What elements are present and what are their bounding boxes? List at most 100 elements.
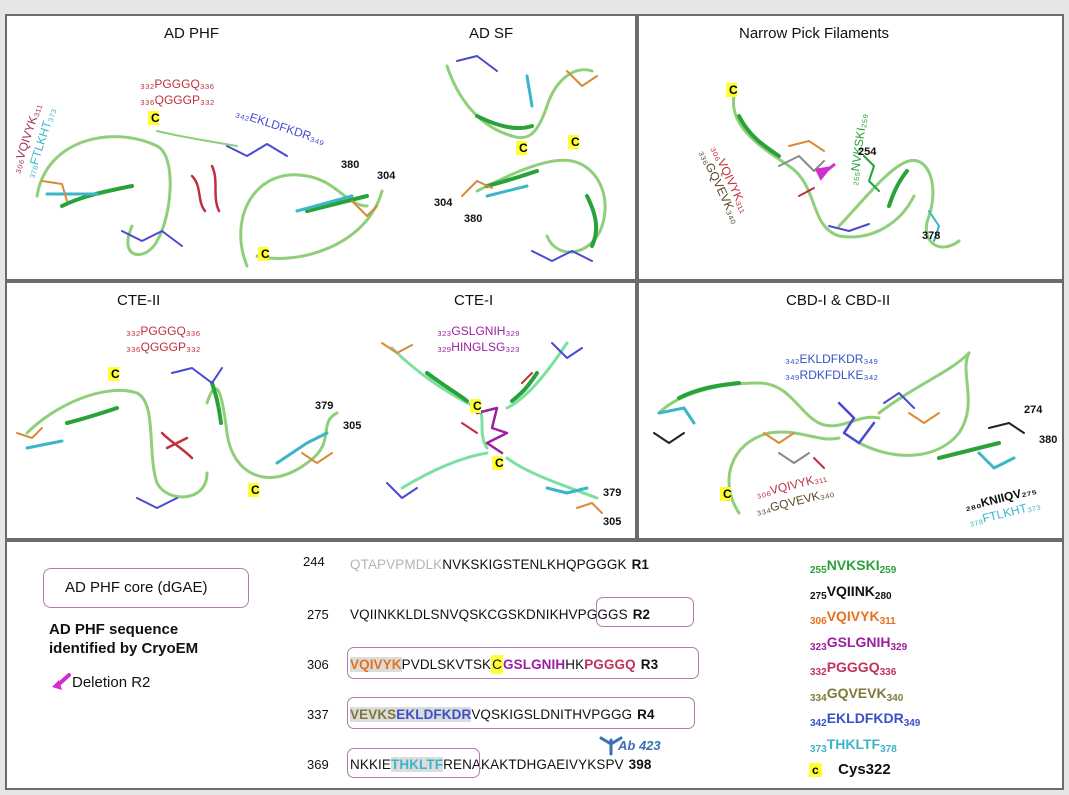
label-sf-304: 304 [434,197,453,209]
panel-title-ad-phf: AD PHF [164,25,220,42]
legend-end: 259 [879,565,897,576]
seq-row-number: 275 [307,607,329,622]
legend-motif: VQIVYK [826,608,880,624]
seq-segment: NVKSKIGSTENLKHQPGGGK [442,557,627,572]
panel-sequence: AD PHF core (dGAE) AD PHF sequence ident… [5,540,1064,790]
label-phf-pgggq: ₃₃₂PGGGQ₃₃₆ [140,77,215,91]
label-cbd-ekldfkdr: ₃₄₂EKLDFKDR₃₄₉ [785,352,878,366]
npf-cyan [928,210,940,242]
r3-highlight-box [347,647,699,679]
legend-item: 323GSLGNIH329 [810,634,907,653]
panel-cbd: CBD-I & CBD-II C ₃₄₂EKLDFKDR₃₄₉ ₃₄₉RDKFD… [637,281,1064,540]
cys-badge-sf-1: C [519,141,528,155]
label-phf-380: 380 [341,159,359,171]
legend-motif: VQIINK [826,582,875,599]
label-phf-qgggp: ₃₃₆QGGGP₃₃₂ [140,93,215,107]
panel-ad-phf-sf: AD PHF AD SF [5,14,637,281]
r2-highlight-box [596,597,694,627]
panel-title-cbd: CBD-I & CBD-II [786,292,891,309]
legend-end: 329 [890,641,908,653]
cys-badge-cte2-1: C [111,367,120,381]
sf-backbone-top [445,64,594,140]
seq-row-end: R1 [631,557,650,572]
seq-segment: HK [565,657,585,672]
label-cte2-qgggp: ₃₃₆QGGGP₃₃₂ [126,340,201,354]
legend-start: 255 [810,565,827,576]
cte2-strand-left [65,406,119,425]
phf-structure-diagram: C C C C ₃₃₂PGGGQ₃₃₆ ₃₃₆QGGGP₃₃₂ ₃₀₆VQIVY… [9,55,607,268]
cbd-red [813,457,825,469]
seq-segment: PGGGQ [584,657,636,672]
label-cte1-379: 379 [603,487,621,499]
npf-blue [828,223,870,232]
npf-structure-diagram: C ₂₅₅NVKSKI₂₅₉ 254 ₃₀₆VQIVYK₃₁₁ ₃₃₆GQVEV… [696,83,961,249]
cys-badge-cte1-2: C [495,456,504,470]
npf-red [798,187,815,197]
seq-segment: VQIVYK [350,657,402,672]
seq-row-end: R2 [632,607,651,622]
phf-cyan-right [295,194,354,213]
deletion-arrow-npf [814,162,836,181]
seq-row: QTAPVPMDLKNVKSKIGSTENLKHQPGGGK R1 [350,557,649,572]
seq-segment: VQSKIGSLDNITHVPGGG [471,707,633,722]
cte1-blue-bot [386,482,418,499]
cbd-black-right [988,422,1025,434]
legend-item: 306VQIVYK311 [810,608,896,627]
legend-item: 255NVKSKI259 [810,557,896,576]
seq-row-number: 369 [307,757,329,772]
legend-motif: EKLDFKDR [826,710,904,726]
cbd-grey [778,452,810,464]
legend-end: 349 [903,718,921,729]
sf-backbone-bot [475,158,607,254]
sf-strand-top [475,114,534,130]
cbd-backbone-3 [857,351,971,457]
seq-segment: PVDLSKVTSK [401,657,492,672]
cys-legend-badge: c [809,763,822,777]
sf-cyan-top [525,74,534,108]
npf-grey [778,155,825,172]
cbd-black-left [653,432,685,444]
seq-segment: VEVKS [350,707,397,722]
seq-segment: QTAPVPMDLK [350,557,443,572]
sf-cyan-bot [485,184,529,198]
cbd-cyan-right [977,451,1016,470]
cys-legend-label: Cys322 [838,761,891,778]
phf-backbone-right2 [255,189,384,260]
panel-npf: Narrow Pick Filaments C ₂₅₅NVKSKI₂₅₉ 254… [637,14,1064,281]
label-cbd-380: 380 [1039,434,1057,446]
npf-backbone-2 [837,159,961,249]
sf-strand-bot [485,169,539,188]
cte2-cyan-right [275,431,329,465]
label-npf-378: 378 [922,230,940,242]
seq-segment: EKLDFKDR [396,707,472,722]
legend-end: 336 [879,667,897,678]
label-cte2-379: 379 [315,400,333,412]
cbd-blue-right [883,392,915,409]
npf-backbone-1 [731,94,916,239]
deletion-arrow-icon [52,673,71,690]
seq-row-end: R3 [640,657,659,672]
r5-highlight-box [347,748,480,778]
legend-item: 334GQVEVK340 [810,685,903,704]
cte1-blue-top [551,342,583,359]
legend-motif: GSLGNIH [826,633,891,650]
sf-blue-top [456,55,498,72]
seq-row-number: 306 [307,657,329,672]
cys-badge-phf-1: C [151,111,160,125]
cte1-cyan-bot [545,486,589,495]
seq-segment: C [491,655,504,674]
cte2-blue-left [136,497,178,509]
sf-strand-bot2 [585,194,599,248]
cte2-cyan-left [25,439,64,450]
cys-badge-sf-2: C [571,135,580,149]
legend-start: 323 [810,641,827,653]
cte1-strand-1 [425,371,469,403]
legend-end: 340 [886,692,904,704]
cbd-strand-2 [937,441,1001,460]
cte1-backbone-1 [390,346,489,450]
label-cte1-hinglsg: ₃₂₉HINGLSG₃₂₃ [437,340,520,354]
legend-item: 275VQIINK280 [810,583,892,602]
